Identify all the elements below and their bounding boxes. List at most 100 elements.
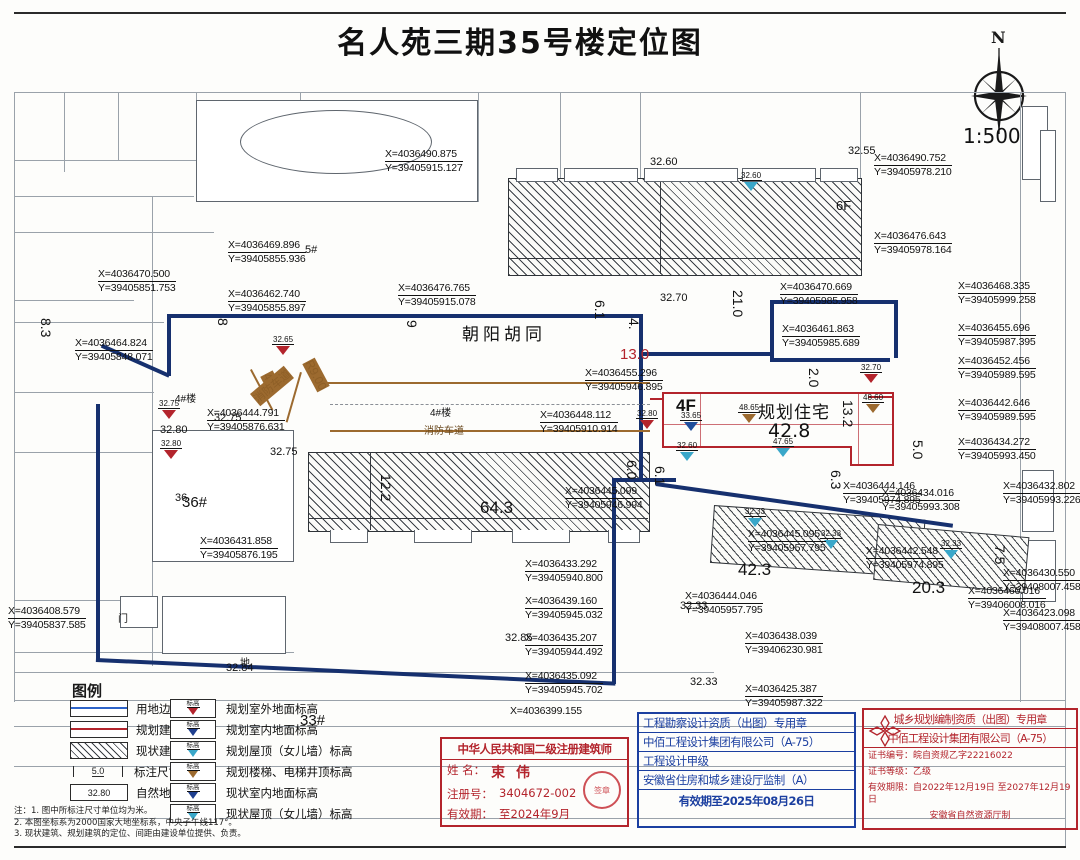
coordinate-x: X=4036470.500 xyxy=(98,268,176,282)
coordinate-y: Y=39405946.895 xyxy=(585,380,663,393)
dimension-label: 20.3 xyxy=(912,578,946,597)
survey-line xyxy=(478,92,479,202)
elevation-triangle-icon xyxy=(684,422,699,431)
blue-stamp-line: 工程勘察设计资质（出图）专用章 xyxy=(639,714,854,733)
elevation-value: 47.65 xyxy=(772,437,795,447)
existing-floors-label: 6F xyxy=(836,198,852,213)
elevation-triangle-icon xyxy=(276,346,291,355)
survey-line xyxy=(1020,92,1021,702)
architect-seal-icon: 签章 xyxy=(583,771,621,809)
site-boundary xyxy=(96,404,100,662)
dimension-label: 5.0 xyxy=(910,440,926,460)
elevation-value: 32.65 xyxy=(272,335,295,345)
site-boundary xyxy=(642,352,774,356)
coordinate-x: X=4036435.207 xyxy=(525,632,603,646)
planned-building-edge xyxy=(850,446,852,466)
coordinate-x: X=4036399.155 xyxy=(510,705,582,717)
coordinate-y: Y=39405989.595 xyxy=(958,410,1036,423)
elevation-marker: 32.65 xyxy=(272,335,295,355)
scale-label: 1:500 xyxy=(963,124,1021,148)
elevation-value: 32.70 xyxy=(860,363,883,373)
elevation-spot: 32.33 xyxy=(690,676,718,688)
context-building xyxy=(162,596,286,654)
dimension-label: 6.1 xyxy=(592,300,608,320)
coordinate-x: X=4036476.643 xyxy=(874,230,952,244)
coordinate-x: X=4036444.791 xyxy=(207,407,285,421)
legend-elevation-item: 标高现状屋顶（女儿墙）标高 xyxy=(170,803,470,824)
coordinate-y: Y=39405848.071 xyxy=(75,350,153,363)
block-label: 门 xyxy=(118,614,128,625)
balcony xyxy=(644,168,738,182)
coordinate-label: X=4036399.155 xyxy=(510,705,582,718)
elevation-marker: 32.33 xyxy=(940,539,963,559)
building-inner-line xyxy=(660,178,661,274)
planned-building-edge xyxy=(850,464,894,466)
blue-stamp-line: 工程设计甲级 xyxy=(639,752,854,771)
north-arrow: N xyxy=(958,28,1040,148)
architect-stamp: 中华人民共和国二级注册建筑师 姓 名： 束 伟 注册号： 3404672-002… xyxy=(440,737,629,827)
coordinate-x: X=4036442.548 xyxy=(866,545,944,559)
north-label: N xyxy=(991,28,1006,47)
coordinate-x: X=4036448.112 xyxy=(540,409,618,423)
survey-line xyxy=(14,766,1066,767)
coordinate-x: X=4036430.550 xyxy=(1003,567,1080,581)
elevation-symbol-value: 标高 xyxy=(186,763,200,771)
legend-elevations: 标高规划室外地面标高标高规划室内地面标高标高规划屋顶（女儿墙）标高标高规划楼梯、… xyxy=(170,698,470,824)
coordinate-y: Y=39408007.458 xyxy=(1003,580,1080,593)
dimension-label: 8 xyxy=(215,318,231,326)
coordinate-x: X=4036468.335 xyxy=(958,280,1036,294)
elevation-value: 32.33 xyxy=(940,539,963,549)
dimension-label: 13.2 xyxy=(840,400,856,428)
dimension-label: 42.3 xyxy=(738,560,772,579)
site-boundary xyxy=(770,300,774,360)
dimension-label: 64.3 xyxy=(480,498,514,517)
coordinate-y: Y=39405945.702 xyxy=(525,683,603,696)
legend-elevation-label: 规划室内地面标高 xyxy=(226,722,318,737)
legend-elevation-item: 标高规划室外地面标高 xyxy=(170,698,470,719)
balcony xyxy=(516,168,558,182)
legend-elevation-item: 标高规划楼梯、电梯井顶标高 xyxy=(170,761,470,782)
coordinate-y: Y=39405851.753 xyxy=(98,281,176,294)
coordinate-x: X=4036469.896 xyxy=(228,239,306,253)
elevation-symbol-value: 标高 xyxy=(186,742,200,750)
elevation-marker: 32.60 xyxy=(740,171,763,191)
block-label: 36 xyxy=(175,492,188,504)
elevation-triangle-icon xyxy=(188,750,198,757)
elevation-triangle-icon xyxy=(864,374,879,383)
building-notch xyxy=(608,530,640,543)
compass-rose-icon xyxy=(971,48,1027,134)
elevation-value: 32.60 xyxy=(740,171,763,181)
road-name: 朝阳胡同 xyxy=(462,325,546,345)
elevation-triangle-icon xyxy=(188,729,198,736)
elevation-marker: 32.70 xyxy=(860,363,883,383)
design-qualification-stamp: 工程勘察设计资质（出图）专用章 中佰工程设计集团有限公司（A-75） 工程设计甲… xyxy=(637,712,856,828)
legend-elevation-item: 标高 规划室内地面标高 xyxy=(170,719,470,740)
survey-line xyxy=(64,92,65,172)
coordinate-x: X=4036438.039 xyxy=(745,630,823,644)
coordinate-y: Y=39405945.032 xyxy=(525,608,603,621)
coordinate-x: X=4036434.016 xyxy=(882,487,960,501)
elevation-marker: 48.60 xyxy=(862,394,885,413)
sheet-bottom-rule xyxy=(14,846,1066,848)
blue-stamp-line: 中佰工程设计集团有限公司（A-75） xyxy=(639,733,854,752)
elevation-symbol-value: 标高 xyxy=(186,721,200,729)
coordinate-y: Y=39405985.689 xyxy=(782,336,860,349)
elevation-marker: 33.65 xyxy=(680,412,703,431)
elevation-symbol-value: 标高 xyxy=(186,784,200,792)
red-stamp-line: 中佰工程设计集团有限公司（A-75） xyxy=(864,729,1076,748)
coordinate-x: X=4036431.858 xyxy=(200,535,278,549)
coordinate-x: X=4036462.740 xyxy=(228,288,306,302)
